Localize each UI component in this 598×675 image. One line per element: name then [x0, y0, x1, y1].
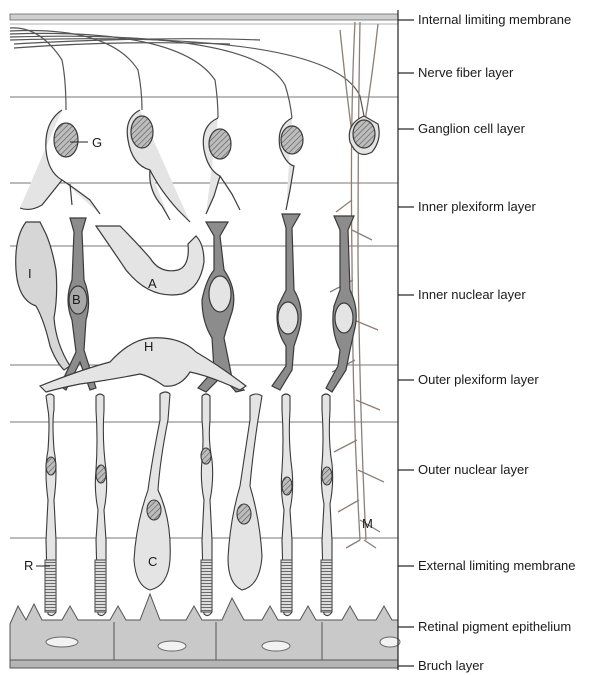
cone-2 [228, 394, 262, 590]
muller-cell [330, 22, 384, 548]
photoreceptors [45, 392, 333, 616]
letter-ganglion: G [92, 135, 102, 150]
label-retinal-pigment-epithelium: Retinal pigment epithelium [418, 619, 571, 634]
letter-rod: R [24, 558, 33, 573]
label-outer-nuclear-layer: Outer nuclear layer [418, 462, 529, 477]
label-outer-plexiform-layer: Outer plexiform layer [418, 372, 539, 387]
letter-horizontal: H [144, 339, 153, 354]
label-internal-limiting-membrane: Internal limiting membrane [418, 12, 571, 27]
ganglion-cells [20, 110, 379, 222]
interplexiform-cell [16, 222, 70, 370]
letter-muller: M [362, 516, 373, 531]
label-ganglion-cell-layer: Ganglion cell layer [418, 121, 526, 136]
layer-labels: Internal limiting membrane Nerve fiber l… [418, 12, 576, 673]
letter-cone: C [148, 554, 157, 569]
letter-bipolar: B [72, 292, 81, 307]
label-inner-nuclear-layer: Inner nuclear layer [418, 287, 526, 302]
letter-amacrine: A [148, 276, 157, 291]
label-bruch-layer: Bruch layer [418, 658, 484, 673]
label-inner-plexiform-layer: Inner plexiform layer [418, 199, 536, 214]
label-external-limiting-membrane: External limiting membrane [418, 558, 576, 573]
bruch-layer-band [10, 660, 398, 668]
label-nerve-fiber-layer: Nerve fiber layer [418, 65, 514, 80]
letter-interplexiform: I [28, 266, 32, 281]
internal-limiting-membrane-band [10, 14, 398, 24]
nerve-fibers [10, 28, 364, 118]
label-axis [398, 10, 414, 670]
